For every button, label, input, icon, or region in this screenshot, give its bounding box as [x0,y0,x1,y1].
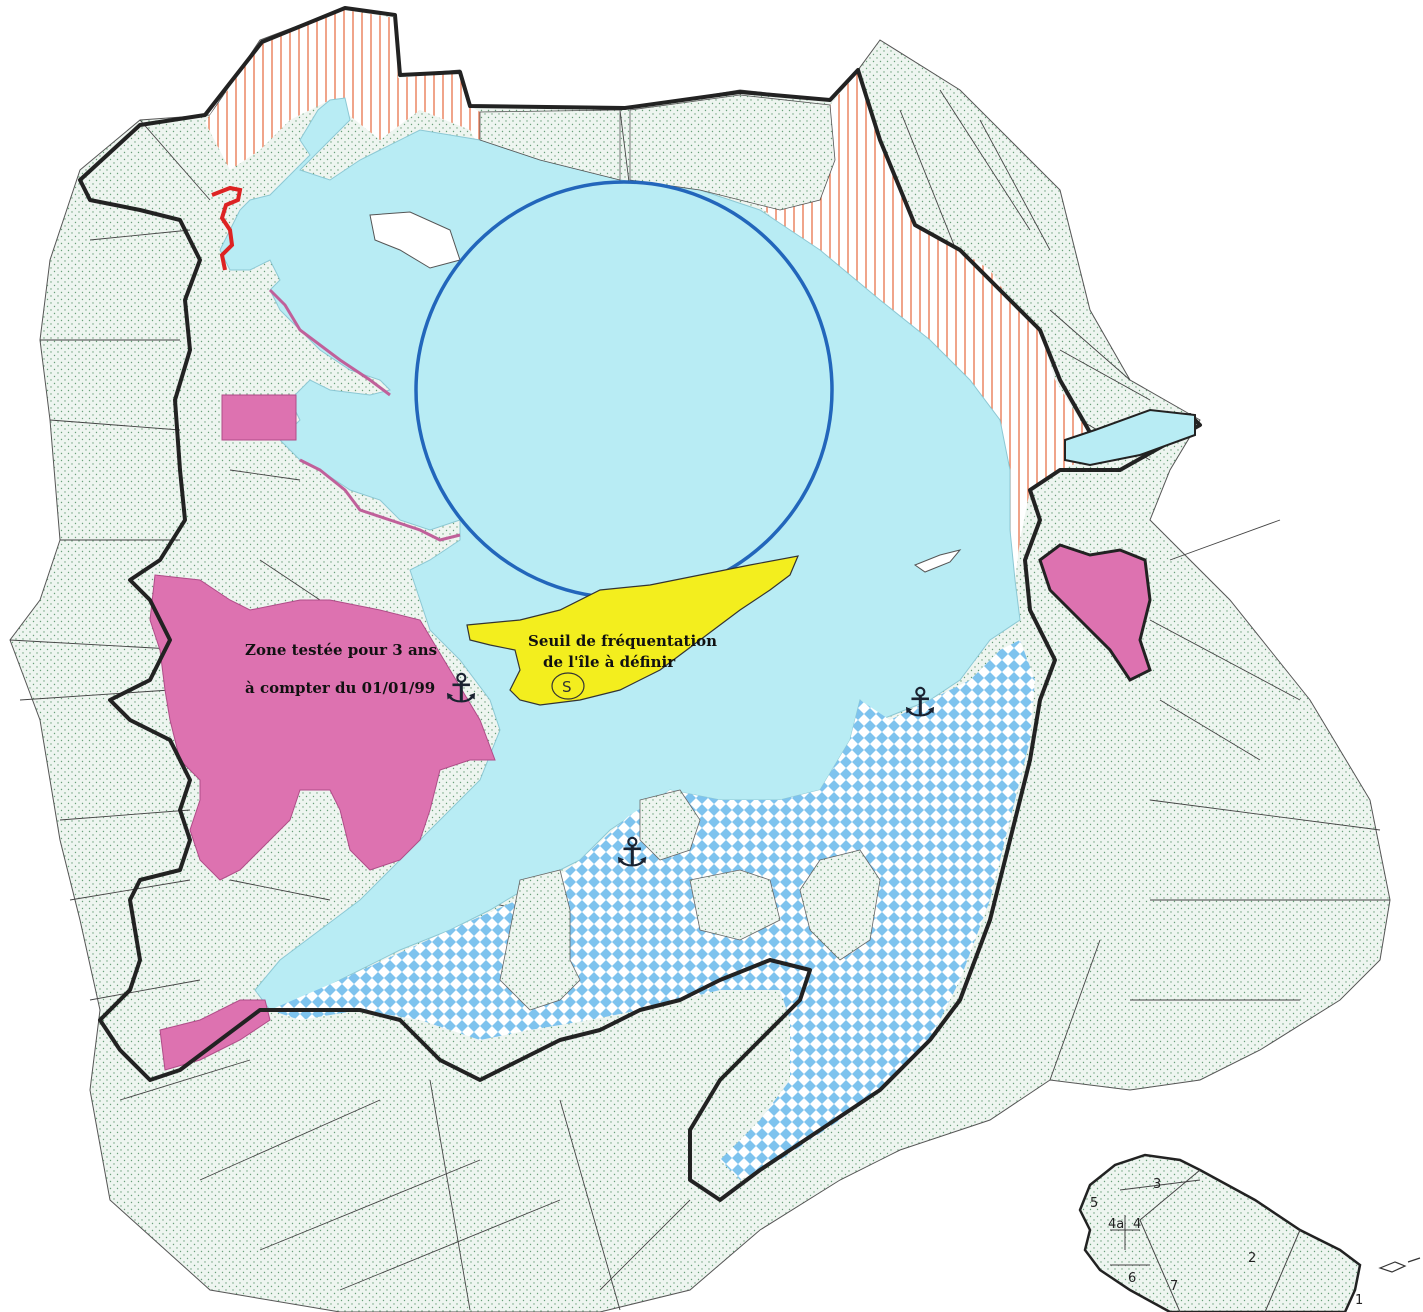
yellow-island [466,555,799,706]
island-label-line2: de l'île à définir [543,653,676,671]
island-label-line1: Seuil de fréquentation [528,632,717,650]
inset-zone-5: 5 [1090,1196,1098,1211]
island-badge: S [562,678,572,696]
inset-zone-7: 7 [1170,1279,1178,1294]
inset-zone-2: 2 [1248,1251,1256,1266]
inset-zone-6: 6 [1128,1271,1136,1286]
anchor-icon: ⚓ [902,680,938,726]
inner-land [479,109,621,181]
island-badge-circle [551,672,585,700]
boundary-line [78,6,1202,1202]
islet-east [913,549,962,573]
pink-zone-east [1038,543,1152,682]
zone-label-line2: à compter du 01/01/99 [245,679,435,697]
islet-north [369,211,461,269]
land-lobe-4 [639,789,701,861]
pink-shoreline [268,288,461,542]
inset-zone-4: 4 [1133,1217,1141,1232]
inset-zone-3: 3 [1153,1177,1161,1192]
red-shoreline [211,185,243,271]
land-lobe-3 [799,849,881,961]
land-lobe-1 [499,869,581,1011]
pink-zone-southwest [159,999,271,1071]
checkered-zone [270,640,1035,1180]
inset-zone-4a: 4a [1108,1217,1124,1232]
anchor-icon: ⚓ [614,830,650,876]
pink-zone-northwest [221,394,297,441]
harbor-channel [1064,408,1196,467]
inset-zone-1: 1 [1355,1293,1363,1308]
zone-label-line1: Zone testée pour 3 ans [245,641,437,659]
anchor-icon: ⚓ [443,666,479,712]
inset-locator-map: 3 5 4a 4 2 6 7 1 [1078,1153,1421,1312]
inset-outline [1078,1153,1362,1312]
pink-zone-west [149,574,496,881]
land-lobe-2 [689,869,781,941]
